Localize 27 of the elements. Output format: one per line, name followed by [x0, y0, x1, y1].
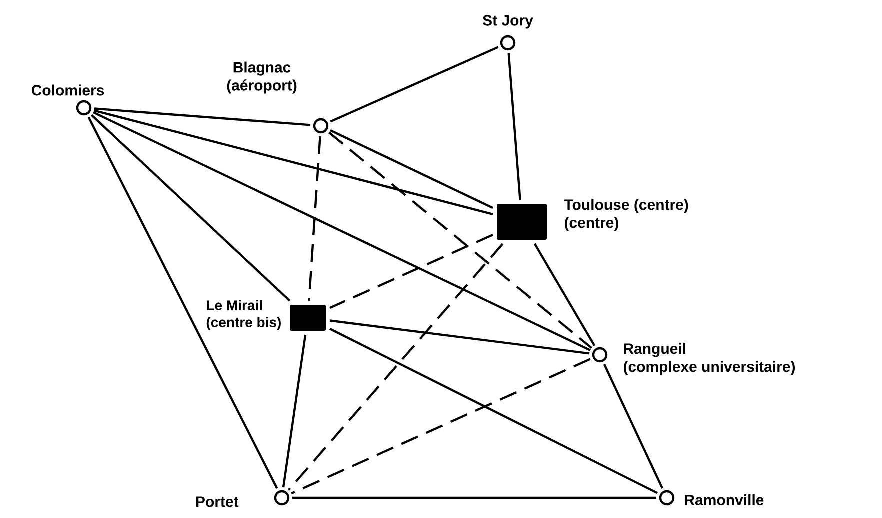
connection-line: [292, 496, 656, 500]
station-label: Le Mirail (centre bis): [206, 300, 281, 330]
connection-line: [330, 328, 658, 494]
connection-line: [508, 53, 522, 200]
connection-line: [330, 46, 499, 123]
station-label: Ramonville: [685, 494, 764, 506]
connection-line: [288, 243, 504, 491]
connection-line: [88, 116, 278, 490]
connection-line: [93, 112, 592, 352]
connection-line: [534, 243, 596, 346]
station-label: Portet: [196, 496, 239, 508]
connection-line: [94, 108, 311, 126]
connection-line: [330, 320, 590, 355]
connection-line: [282, 334, 307, 488]
connection-line: [94, 110, 494, 216]
connection-line: [90, 114, 291, 302]
connection-line: [330, 130, 494, 210]
station-label: Blagnac (aéroport): [227, 62, 297, 94]
station-label: Toulouse (centre) (centre): [564, 199, 688, 232]
connection-line: [603, 364, 664, 489]
station-label: St Jory: [483, 15, 534, 29]
station-label: Colomiers: [32, 84, 104, 96]
station-label: Rangueil (complexe universitaire): [624, 343, 795, 376]
connection-line: [291, 358, 591, 495]
connection-line: [330, 234, 494, 310]
connection-line: [328, 132, 593, 350]
connection-line: [308, 136, 322, 302]
